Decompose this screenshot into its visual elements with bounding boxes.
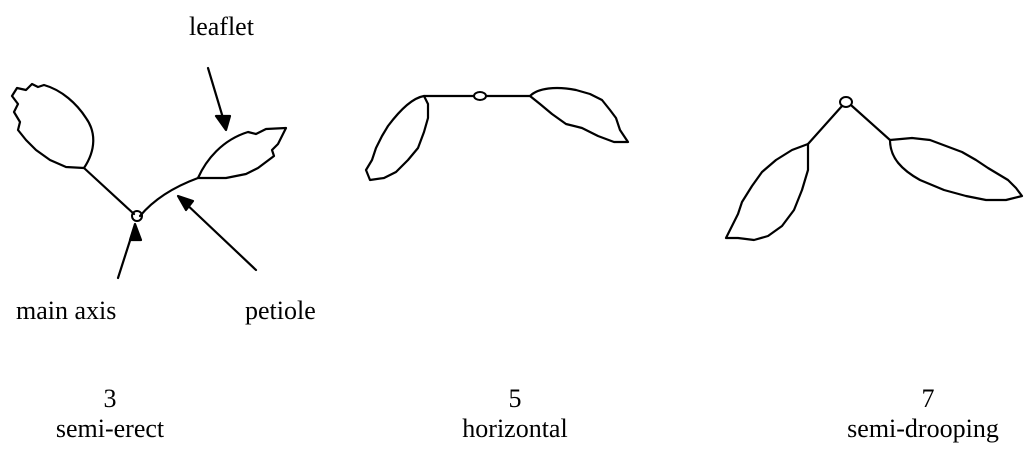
state-name-horizontal: horizontal [462,414,568,443]
right-leaflet [196,126,288,180]
leaflet-arrow-head [214,114,232,132]
right-leaflet [528,86,630,144]
left-petiole [82,166,136,216]
state-name-semi-erect: semi-erect [55,414,165,443]
main-axis-node [839,96,853,108]
leaflet-label: leaflet [189,12,254,41]
left-leaflet [10,82,95,170]
petiole-arrow [180,198,258,272]
right-petiole [138,176,200,218]
main-axis-arrow-head [128,222,143,242]
petiole-arrow-head [176,194,195,212]
state-code-semi-drooping: 7 [921,384,935,413]
semi-erect-figure [10,66,288,280]
left-leaflet [364,94,430,182]
right-petiole [850,104,892,142]
state-name-semi-drooping: semi-drooping [847,414,999,443]
right-leaflet [888,136,1024,202]
main-axis-label: main axis [16,296,117,325]
main-axis-node [131,210,143,222]
main-axis-node [473,91,487,101]
horizontal-figure [364,86,630,182]
state-code-horizontal: 5 [508,384,522,413]
left-leaflet [724,142,810,242]
state-code-semi-erect: 3 [103,384,117,413]
petiole-label: petiole [245,296,316,325]
left-petiole [806,104,844,146]
semi-drooping-figure [724,96,1024,242]
